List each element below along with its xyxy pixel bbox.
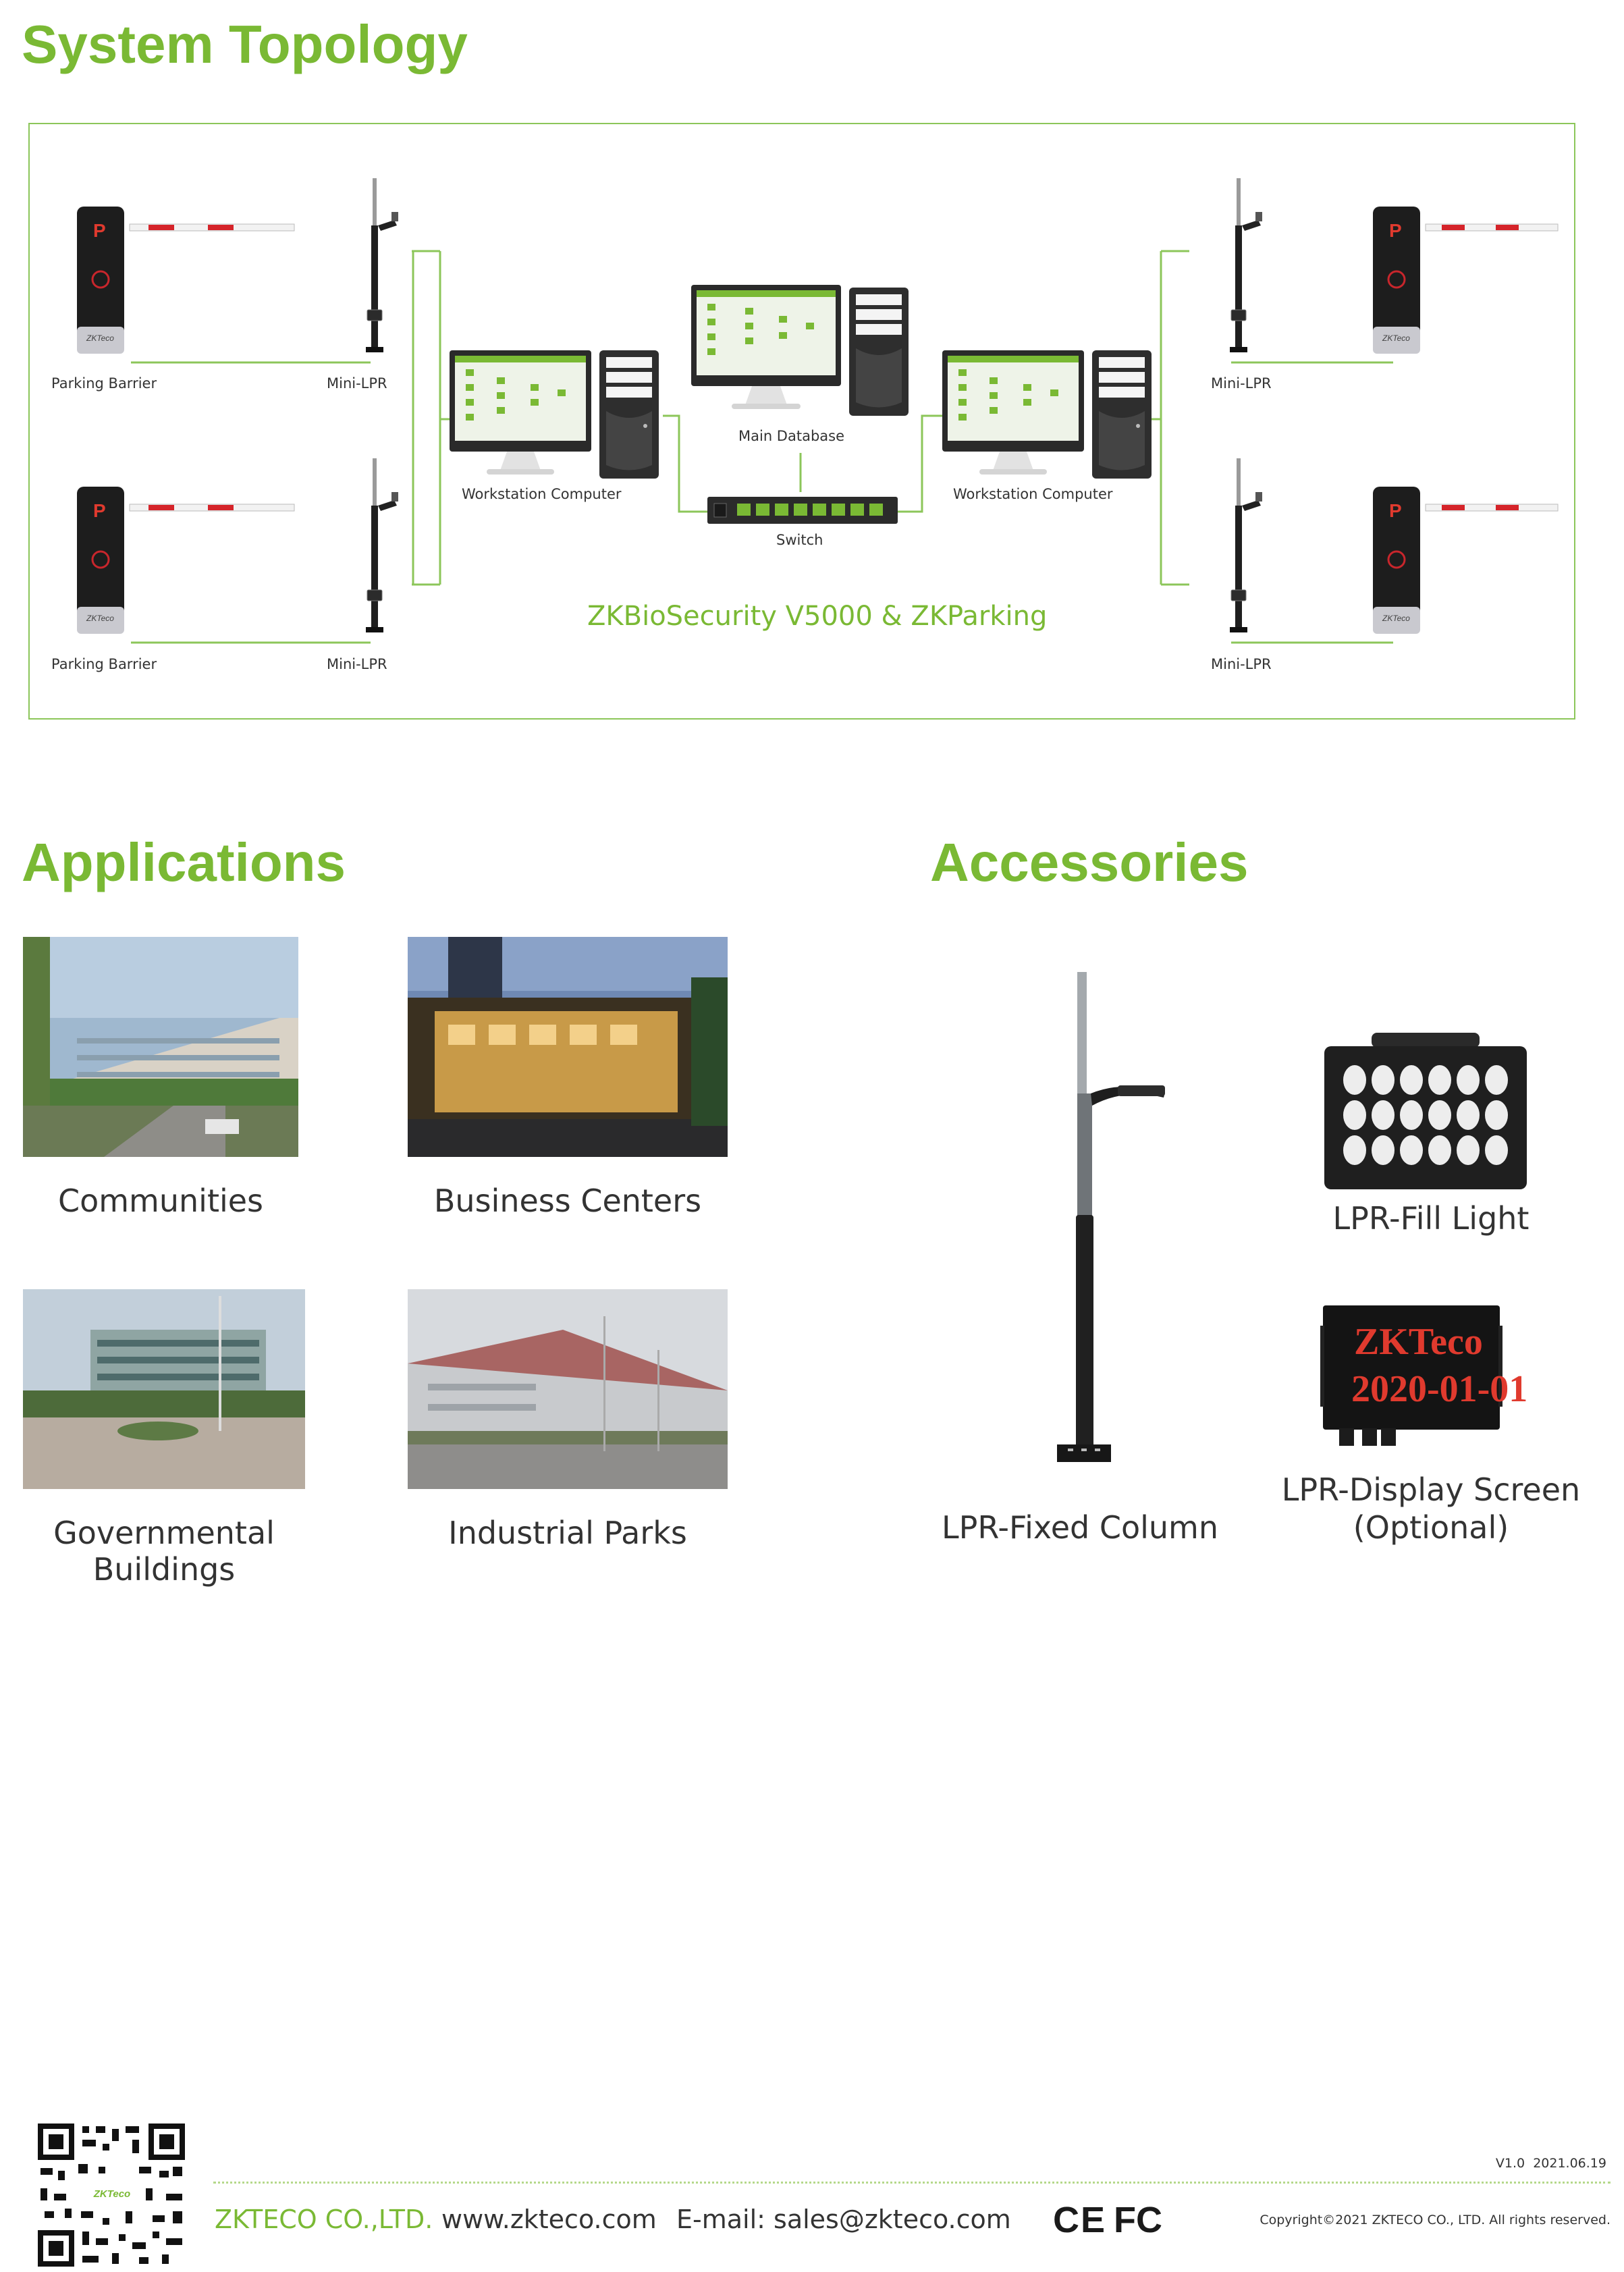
mini-lpr-left-top [340,178,408,367]
footer-copyright: Copyright©2021 ZKTECO CO., LTD. All righ… [1260,2213,1611,2227]
mini-lpr-right-bottom [1204,458,1272,647]
lpr-display-screen: ZKTeco 2020-01-01 [1320,1305,1527,1453]
system-software-label: ZKBioSecurity V5000 & ZKParking [587,601,1048,632]
label-lpr-fill-light: LPR-Fill Light [1332,1200,1530,1237]
workstation-computer-right [942,350,1172,506]
barrier-icon [77,207,295,354]
fcc-mark-icon: FC [1114,2200,1162,2240]
label-mini-lpr-right-top: Mini-LPR [1211,375,1272,391]
display-screen-icon [1320,1305,1503,1446]
footer-divider [213,2182,1611,2184]
qr-code: ZKTeco [38,2124,185,2267]
system-topology-heading: System Topology [22,14,468,74]
footer-email-link[interactable]: E-mail: sales@zkteco.com [676,2205,1011,2234]
label-industrial-parks: Industrial Parks [448,1515,687,1551]
label-mini-lpr-right-bottom: Mini-LPR [1211,656,1272,672]
barrier-icon [77,487,295,634]
qr-logo: ZKTeco [93,2188,131,2200]
barrier-icon [1373,207,1559,354]
photo-communities [23,937,298,1157]
barrier-sign: P [93,220,106,241]
version-date: V1.0 2021.06.19 [1495,2156,1606,2171]
label-parking-barrier-left-top: Parking Barrier [51,375,157,391]
barrier-brand: ZKTeco [86,333,114,343]
mini-lpr-right-top [1204,178,1272,367]
label-lpr-fixed-column: LPR-Fixed Column [941,1509,1219,1546]
computer-icon [942,350,1152,479]
photo-governmental-buildings [23,1289,305,1489]
main-database-computer [691,285,921,440]
footer-website-link[interactable]: www.zkteco.com [441,2205,657,2234]
label-lpr-display-screen: LPR-Display Screen [1281,1471,1581,1508]
display-text-line1: ZKTeco [1354,1321,1483,1363]
mini-lpr-icon [366,178,398,352]
label-switch: Switch [776,532,823,548]
barrier-brand: ZKTeco [86,614,114,623]
label-governmental-buildings: Governmental Buildings [53,1515,275,1588]
label-mini-lpr-left-bottom: Mini-LPR [327,656,387,672]
industrial-parks-photo [408,1289,728,1489]
ce-mark-icon: CE [1053,2200,1107,2240]
barrier-sign: P [93,500,106,521]
barrier-brand: ZKTeco [1382,333,1410,343]
photo-business-centers [408,937,728,1157]
workstation-computer-left [450,350,679,506]
label-business-centers: Business Centers [433,1183,702,1219]
label-mini-lpr-left-top: Mini-LPR [327,375,387,391]
mini-lpr-icon [366,458,398,632]
network-switch [707,494,898,526]
governmental-buildings-photo [23,1289,305,1489]
switch-icon [707,497,898,524]
label-main-database: Main Database [738,428,845,444]
barrier-icon [1373,487,1559,634]
accessories-heading: Accessories [930,832,1249,892]
computer-icon [450,350,659,479]
fill-light-icon [1324,1033,1527,1189]
topology-diagram: P ZKTeco Parking Barrier Mini-LPR P ZKTe… [28,123,1575,720]
communities-photo [23,937,298,1157]
display-text-line2: 2020-01-01 [1351,1368,1528,1410]
label-parking-barrier-left-bottom: Parking Barrier [51,656,157,672]
computer-icon [691,285,909,416]
photo-industrial-parks [408,1289,728,1489]
footer-company: ZKTECO CO.,LTD. [215,2205,433,2234]
parking-barrier-right-bottom: P ZKTeco [1372,485,1574,637]
parking-barrier-left-bottom: P ZKTeco [76,485,298,637]
parking-barrier-left-top: P ZKTeco [76,205,298,357]
mini-lpr-icon [1230,178,1262,352]
qr-code-icon [38,2124,185,2267]
barrier-brand: ZKTeco [1382,614,1410,623]
lpr-fill-light [1324,1033,1527,1191]
business-centers-photo [408,937,728,1157]
barrier-sign: P [1389,220,1402,241]
label-communities: Communities [57,1183,264,1219]
barrier-sign: P [1389,500,1402,521]
label-lpr-display-screen-optional: (Optional) [1353,1509,1509,1546]
applications-heading: Applications [22,832,346,892]
mini-lpr-left-bottom [340,458,408,647]
parking-barrier-right-top: P ZKTeco [1372,205,1574,357]
lpr-fixed-column [1050,972,1172,1471]
fixed-column-icon [1057,972,1165,1462]
label-workstation-left: Workstation Computer [462,486,622,502]
mini-lpr-icon [1230,458,1262,632]
label-workstation-right: Workstation Computer [953,486,1113,502]
